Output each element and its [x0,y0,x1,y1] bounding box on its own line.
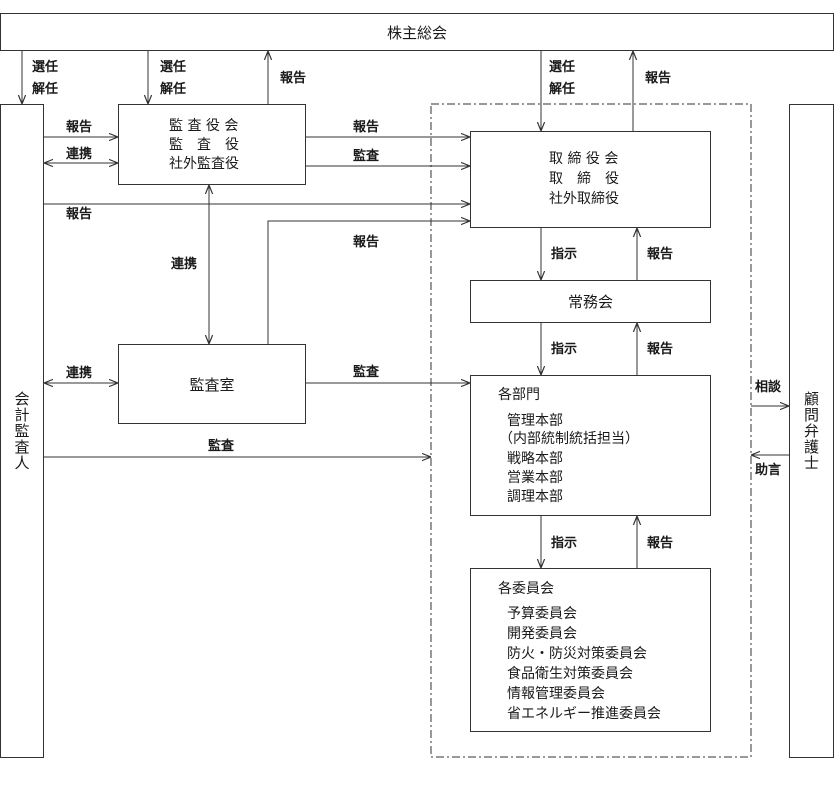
department-item: 調理本部 [507,489,563,505]
department-item: 管理本部 [507,413,563,429]
audit-board-line-3: 社外監査役 [169,156,239,172]
committee-item: 予算委員会 [507,606,577,622]
auditor-box: 会計監査人 [0,104,44,758]
label-audit: 監査 [208,439,235,454]
label-dismiss: 解任 [160,82,187,97]
board-line-3: 社外取締役 [549,191,619,207]
committee-item: 防火・防災対策委員会 [507,646,647,662]
department-item: 営業本部 [507,470,563,486]
label-report: 報告 [66,120,93,135]
label-report: 報告 [353,235,380,250]
counsel-label: 顧問弁護士 [802,391,820,471]
auditor-label: 会計監査人 [12,391,31,471]
shareholders-label: 株主総会 [386,23,447,42]
label-elect: 選任 [549,60,576,75]
executive-committee-box: 常務会 [470,280,711,323]
board-line-1: 取 締 役 会 [549,151,619,167]
label-elect: 選任 [32,60,59,75]
audit-office-box: 監査室 [118,344,306,424]
label-report: 報告 [353,120,380,135]
committee-item: 開発委員会 [507,626,577,642]
departments-title: 各部門 [498,387,540,403]
executive-committee-label: 常務会 [567,293,613,311]
label-report: 報告 [645,71,672,86]
label-report: 報告 [647,247,674,262]
label-audit: 監査 [353,149,380,164]
label-cooperate: 連携 [171,257,198,272]
label-elect: 選任 [160,60,187,75]
audit-office-label: 監査室 [189,375,235,394]
department-item: 戦略本部 [507,451,563,467]
label-report: 報告 [66,207,93,222]
department-item: （内部統制統括担当） [499,431,639,447]
departments-box: 各部門 管理本部 （内部統制統括担当） 戦略本部 営業本部 調理本部 [470,375,711,516]
label-audit: 監査 [353,365,380,380]
label-dismiss: 解任 [32,82,59,97]
committee-item: 省エネルギー推進委員会 [507,706,661,722]
committees-box: 各委員会 予算委員会 開発委員会 防火・防災対策委員会 食品衛生対策委員会 情報… [470,568,711,732]
committees-title: 各委員会 [498,581,554,597]
audit-board-line-2: 監 査 役 [169,137,239,153]
label-report: 報告 [647,342,674,357]
audit-board-line-1: 監 査 役 会 [169,118,239,134]
committee-item: 食品衛生対策委員会 [507,666,633,682]
label-instruct: 指示 [551,247,578,262]
label-cooperate: 連携 [66,147,93,162]
committee-item: 情報管理委員会 [507,686,605,702]
label-cooperate: 連携 [66,366,93,381]
board-box: 取 締 役 会 取 締 役 社外取締役 [470,131,711,228]
label-instruct: 指示 [551,342,578,357]
management-boundary [430,103,752,758]
label-instruct: 指示 [551,536,578,551]
label-advise: 助言 [755,463,782,478]
counsel-box: 顧問弁護士 [789,104,834,758]
label-consult: 相談 [755,380,782,395]
audit-board-box: 監 査 役 会 監 査 役 社外監査役 [118,104,306,185]
arrow-report-office-to-directors [267,221,470,344]
label-report: 報告 [280,71,307,86]
label-report: 報告 [647,536,674,551]
label-dismiss: 解任 [549,82,576,97]
board-line-2: 取 締 役 [549,171,619,187]
shareholders-box: 株主総会 [0,13,834,51]
